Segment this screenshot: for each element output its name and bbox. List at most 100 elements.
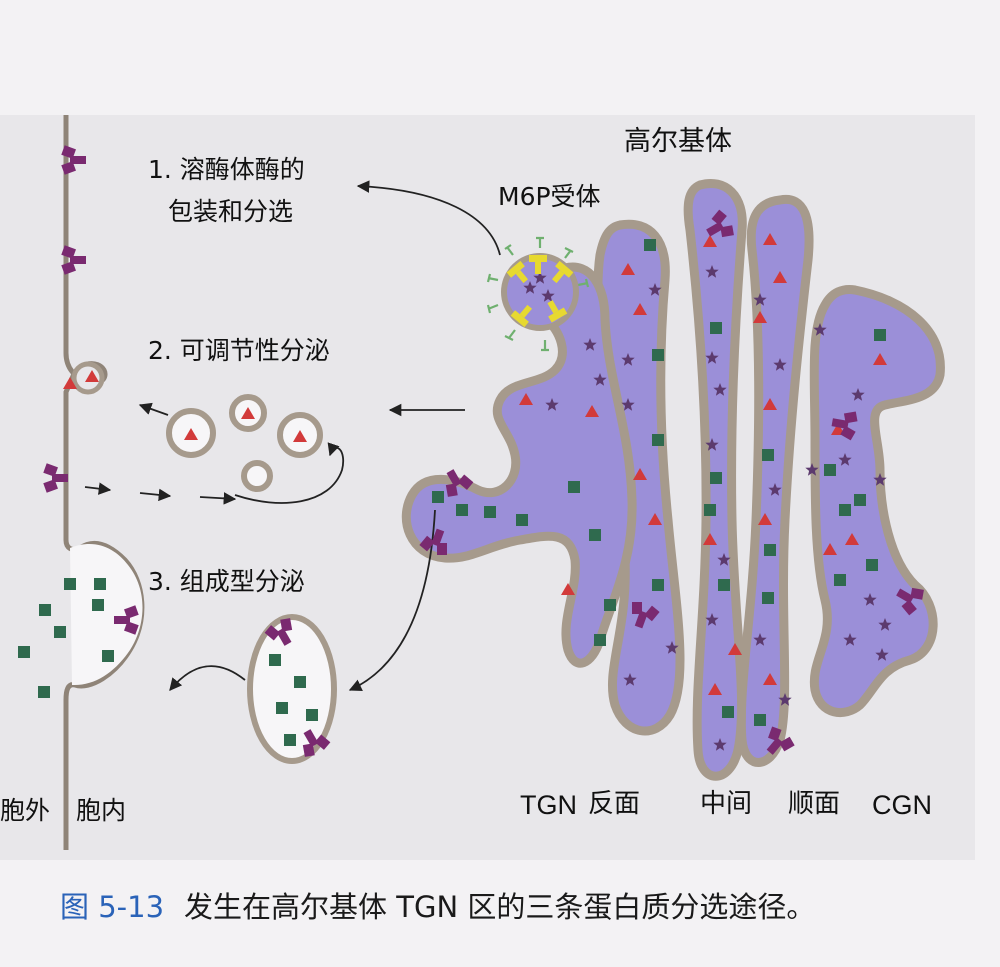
secretory-protein-square [94, 578, 106, 590]
secretory-protein-square [589, 529, 601, 541]
coat-stem [547, 300, 559, 314]
receptor-arm [843, 411, 858, 424]
receptor-icon [302, 729, 331, 757]
secretory-protein-square [704, 504, 716, 516]
cargo-star [778, 693, 792, 706]
cargo-star [753, 293, 767, 306]
receptor-arm [901, 599, 917, 616]
secretory-protein-square [710, 322, 722, 334]
coat-head [510, 310, 529, 328]
secretory-protein-square [38, 686, 50, 698]
lysosomal-enzyme-triangle [621, 263, 635, 275]
receptor-arm [280, 618, 293, 632]
receptor-stem [303, 729, 319, 747]
receptor-icon [831, 411, 858, 441]
receptor-arm [632, 602, 642, 614]
secretory-protein-square [718, 579, 730, 591]
receptor-arm [43, 463, 58, 477]
coat-stem [551, 270, 565, 284]
coat-stem [535, 262, 541, 274]
cargo-star [621, 353, 635, 366]
cargo-star [838, 453, 852, 466]
secretory-protein-square [652, 434, 664, 446]
cargo-star [878, 618, 892, 631]
lysosomal-enzyme-triangle [763, 398, 777, 410]
secretory-protein-square [644, 239, 656, 251]
receptor-arm [768, 726, 782, 742]
cargo-star [541, 289, 555, 302]
secretory-protein-square [294, 676, 306, 688]
secretory-protein-square [866, 559, 878, 571]
receptor-stem [70, 156, 86, 164]
secretory-protein-square [18, 646, 30, 658]
receptor-icon [706, 209, 734, 238]
lysosomal-enzyme-triangle [708, 683, 722, 695]
secretory-protein-square [874, 329, 886, 341]
receptor-arm [61, 261, 76, 275]
receptor-arm [61, 245, 76, 259]
receptor-stem [114, 616, 130, 624]
lysosomal-enzyme-triangle [85, 370, 99, 382]
cargo-star [873, 473, 887, 486]
tgn-label: TGN [520, 790, 577, 820]
receptor-arm [302, 743, 315, 757]
lysosomal-enzyme-triangle [519, 393, 533, 405]
cargo-star [713, 738, 727, 751]
cargo-star [717, 553, 731, 566]
receptor-arm [124, 621, 139, 635]
secretory-protein-square [839, 504, 851, 516]
lysosomal-enzyme-triangle [561, 583, 575, 595]
secretory-protein-square [432, 491, 444, 503]
receptor-stem [431, 528, 445, 547]
secretory-protein-square [854, 494, 866, 506]
lysosomal-enzyme-triangle [753, 311, 767, 323]
cargo-star [813, 323, 827, 336]
golgi-stack [401, 179, 945, 781]
secretory-protein-square [64, 578, 76, 590]
cargo-star [851, 388, 865, 401]
receptor-stem [634, 610, 648, 629]
receptor-stem [831, 418, 849, 429]
lysosomal-enzyme-triangle [758, 513, 772, 525]
receptor-stem [276, 628, 292, 646]
lysosomal-enzyme-triangle [763, 673, 777, 685]
receptor-icon [43, 463, 68, 493]
pathway-3-label: 3. 组成型分泌 [148, 567, 305, 596]
cargo-star [523, 281, 537, 294]
cargo-star [533, 271, 547, 284]
plasma-membrane [63, 115, 145, 850]
receptor-arm [314, 734, 331, 750]
cargo-star [545, 398, 559, 411]
coat-head [506, 260, 525, 278]
coat-markers [506, 255, 574, 328]
pathway-1-sublabel: 包装和分选 [168, 197, 294, 226]
coat-head [529, 255, 547, 262]
secretory-protein-square [754, 714, 766, 726]
receptor-stem [52, 474, 68, 482]
receptor-icon [419, 528, 447, 555]
cargo-star [713, 383, 727, 396]
secretory-protein-square [284, 734, 296, 746]
secretory-protein-square [92, 599, 104, 611]
lysosomal-enzyme-triangle [633, 303, 647, 315]
medial-label: 中间 [700, 789, 753, 819]
figure-number: 图 5-13 [60, 890, 165, 924]
coat-head [548, 307, 568, 323]
secretory-protein-square [456, 504, 468, 516]
cisterna-cgn [809, 285, 945, 717]
cargo-star [583, 338, 597, 351]
receptor-arm [840, 425, 856, 441]
regulated-vesicle [241, 460, 273, 492]
trans-label: 反面 [588, 789, 641, 819]
cargo-star [875, 648, 889, 661]
receptor-stem [896, 588, 914, 604]
intracellular-label: 胞内 [76, 796, 127, 825]
receptor-arm [644, 605, 660, 622]
cargo-star [773, 358, 787, 371]
receptor-stem [766, 737, 784, 755]
cargo-star [863, 593, 877, 606]
secretory-protein-square [762, 592, 774, 604]
secretory-protein-square [722, 706, 734, 718]
arrow-dashed-1 [84, 482, 112, 495]
receptor-icon [61, 245, 86, 275]
